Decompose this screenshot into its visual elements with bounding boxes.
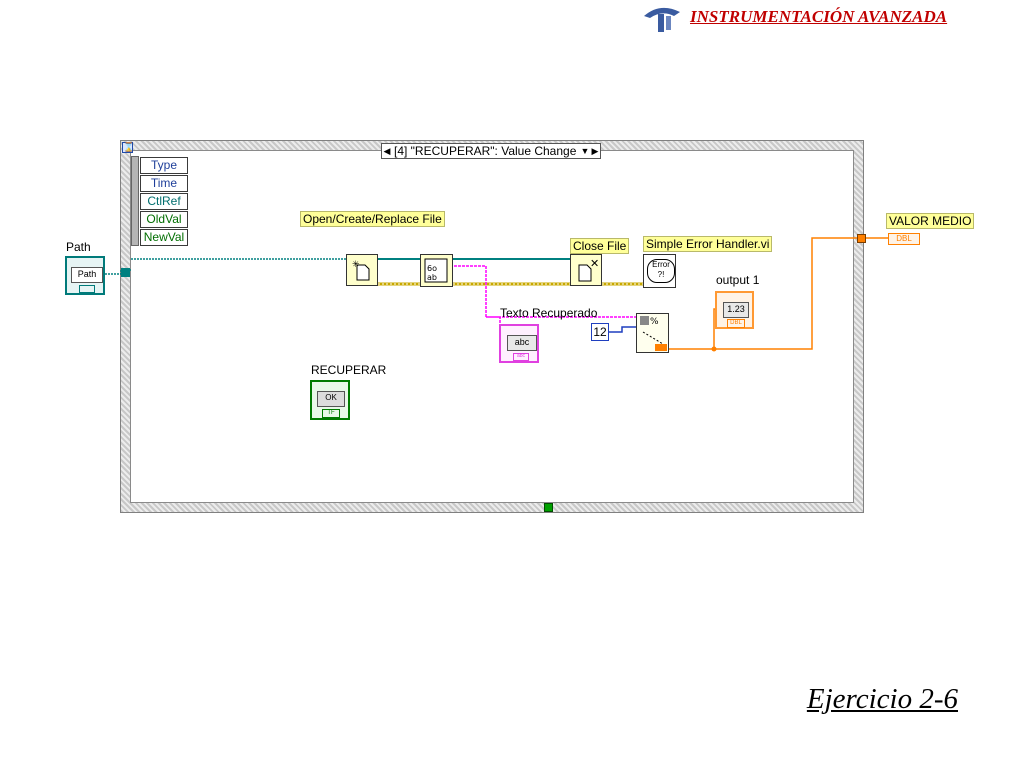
header-title: INSTRUMENTACIÓN AVANZADA (690, 7, 948, 26)
increment-arrow-icon[interactable]: ▶ (591, 145, 599, 156)
svg-text:6o: 6o (427, 264, 437, 273)
folder-icon (79, 285, 95, 293)
close-file-label: Close File (570, 238, 630, 254)
error-handler-node[interactable]: Error?! (643, 254, 676, 288)
read-text-file-node[interactable]: 6o ab (420, 254, 453, 287)
string-type-icon: abc (513, 353, 529, 361)
path-tunnel[interactable] (121, 268, 130, 277)
event-data-time[interactable]: Time (140, 175, 188, 192)
event-data-oldval[interactable]: OldVal (140, 211, 188, 228)
read-text-icon: 6o ab (424, 258, 448, 283)
output1-label: output 1 (716, 273, 760, 287)
output1-indicator[interactable]: 1.23 DBL (715, 291, 754, 329)
error-handler-label: Simple Error Handler.vi (643, 236, 773, 252)
stop-tunnel[interactable] (544, 503, 553, 512)
open-file-label: Open/Create/Replace File (300, 211, 445, 227)
svg-text:%: % (650, 317, 659, 327)
svg-text:✳: ✳ (352, 260, 360, 270)
path-control[interactable]: Path (65, 256, 105, 295)
event-data-newval[interactable]: NewVal (140, 229, 188, 246)
numeric-constant-12[interactable]: 12 (591, 323, 609, 341)
ok-button-icon: OK (317, 391, 345, 407)
svg-text:ab: ab (427, 273, 437, 282)
close-file-icon: ✕ (578, 257, 599, 282)
recuperar-button-control[interactable]: OK TF (310, 380, 350, 420)
close-file-node[interactable]: ✕ (570, 254, 602, 286)
event-data-type[interactable]: Type (140, 157, 188, 174)
boolean-type-icon: TF (322, 409, 340, 418)
scan-from-string-node[interactable]: % (636, 313, 669, 353)
valor-medio-tunnel[interactable] (857, 234, 866, 243)
texto-recuperado-label: Texto Recuperado (500, 306, 598, 320)
faculty-logo (644, 7, 680, 32)
path-control-text: Path (71, 267, 103, 283)
event-data-ctlref[interactable]: CtlRef (140, 193, 188, 210)
recuperar-label: RECUPERAR (311, 363, 387, 377)
valor-medio-indicator[interactable]: DBL (888, 233, 920, 245)
exercise-title: Ejercicio 2-6 (806, 683, 958, 715)
event-case-selector[interactable]: ◀ [4] "RECUPERAR": Value Change ▼ ▶ (381, 143, 601, 159)
dbl-type-icon: DBL (727, 319, 745, 328)
event-case-label: [4] "RECUPERAR": Value Change (394, 144, 577, 158)
open-file-node[interactable]: ✳ (346, 254, 378, 286)
string-display: abc (507, 335, 537, 351)
numeric-display: 1.23 (723, 302, 749, 318)
svg-text:✕: ✕ (590, 257, 599, 270)
dropdown-arrow-icon[interactable]: ▼ (580, 146, 590, 156)
path-control-label: Path (66, 240, 91, 254)
new-file-icon: ✳ (352, 260, 370, 281)
decrement-arrow-icon[interactable]: ◀ (383, 145, 391, 156)
error-bubble-icon: Error?! (647, 259, 675, 283)
scan-string-icon: % (640, 316, 667, 351)
timeout-icon[interactable]: ⌛ (122, 142, 135, 153)
valor-medio-label: VALOR MEDIO (886, 213, 975, 229)
event-data-node-handle[interactable] (131, 156, 139, 246)
texto-recuperado-indicator[interactable]: abc abc (499, 324, 539, 363)
error-text: Error (652, 260, 670, 269)
